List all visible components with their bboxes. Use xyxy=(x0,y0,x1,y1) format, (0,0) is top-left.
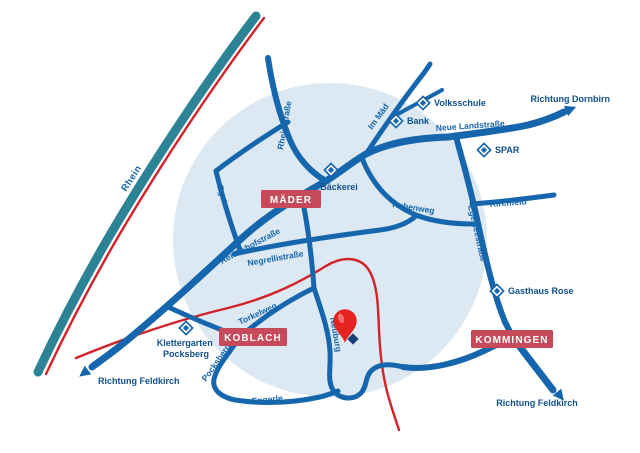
location-pin-icon xyxy=(333,309,357,343)
poi-diamond-icon xyxy=(178,320,194,336)
poi-diamond-inner-icon xyxy=(478,144,490,156)
town-label-maeder: MÄDER xyxy=(270,193,312,206)
direction-arrow-dornbirn xyxy=(563,105,577,117)
town-badge-kommingen: KOMMINGEN xyxy=(471,330,553,348)
town-label-kommingen: KOMMINGEN xyxy=(475,335,548,346)
road-maeder-south xyxy=(301,205,317,291)
town-box xyxy=(471,330,553,348)
pin-gloss xyxy=(337,313,345,324)
road-neue-landstrasse xyxy=(444,108,568,141)
direction-label-dornbirn: Richtung Dornbirn xyxy=(531,94,611,104)
town-badge-koblach: KOBLACH xyxy=(219,328,287,346)
poi-label-spar: SPAR xyxy=(495,145,520,155)
rhein-river xyxy=(33,11,261,377)
roads-layer xyxy=(88,55,568,405)
poi-marker-spar xyxy=(476,142,492,158)
road-negrellistrasse xyxy=(231,213,419,257)
town-label-koblach: KOBLACH xyxy=(224,333,282,344)
poi-label-klettergarten: Klettergarten Pocksberg xyxy=(157,338,216,359)
poi-label-bank: Bank xyxy=(407,116,430,126)
road-neuburg-loop xyxy=(311,285,406,401)
town-badge-maeder: MÄDER xyxy=(261,190,321,208)
direction-label-feldkirch-southwest: Richtung Feldkirch xyxy=(98,376,180,386)
poi-diamond-inner-icon xyxy=(325,164,337,176)
poi-label-volksschule: Volksschule xyxy=(434,98,486,108)
direction-arrow-feldkirch-southwest xyxy=(79,365,92,377)
road-pocksberg xyxy=(211,334,243,403)
road-egelseestrasse xyxy=(453,134,517,342)
street-label-neue-landstrasse: Neue Landstraße xyxy=(435,118,505,133)
pin-body xyxy=(333,309,357,343)
map-area-circle xyxy=(173,83,487,397)
direction-label-feldkirch-southeast: Richtung Feldkirch xyxy=(496,398,578,408)
street-label-engerle: Engerle xyxy=(251,393,283,406)
direction-arrow-feldkirch-southeast xyxy=(552,388,564,401)
road-im-maed xyxy=(363,61,433,157)
road-kirchfeld xyxy=(469,192,557,207)
poi-diamond-inner-icon xyxy=(417,97,429,109)
red-route-line xyxy=(74,257,401,432)
poi-label-klettergarten-line1: Klettergarten xyxy=(157,338,213,348)
town-box xyxy=(261,190,321,208)
town-box xyxy=(219,328,287,346)
rhein-red-line xyxy=(44,16,266,376)
poi-label-baeckerei: Bäckerei xyxy=(320,182,358,192)
road-rheinstrasse xyxy=(265,55,329,184)
road-upper-left xyxy=(213,119,291,174)
poi-diamond-inner-icon xyxy=(491,285,503,297)
street-label-kirchfeld: Kirchfeld xyxy=(489,196,526,209)
poi-diamond-inner-icon xyxy=(390,115,402,127)
poi-label-gasthaus-rose: Gasthaus Rose xyxy=(508,286,574,296)
poi-marker-klettergarten xyxy=(178,320,194,336)
poi-diamond-icon xyxy=(476,142,492,158)
poi-diamond-inner-icon xyxy=(180,322,192,334)
poi-label-klettergarten-line2: Pocksberg xyxy=(163,349,209,359)
